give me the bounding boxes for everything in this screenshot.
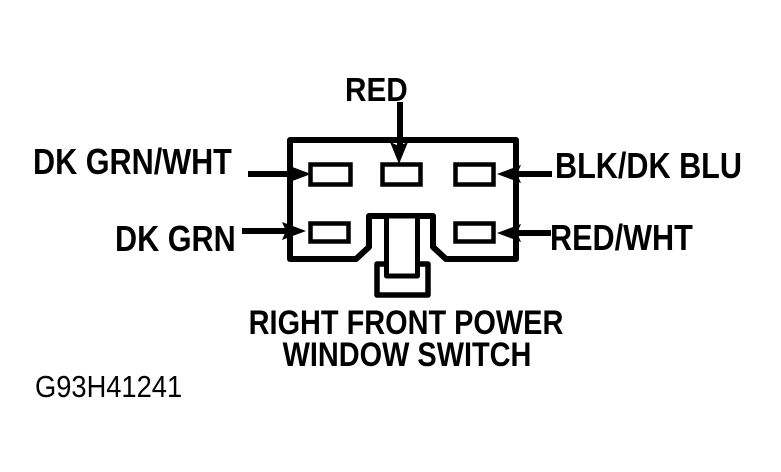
dk-grn-wht-wire-arrow <box>248 165 311 183</box>
wire-label-blk-dk-blu: BLK/DK BLU <box>555 145 742 186</box>
pin-bottom-right <box>453 221 496 244</box>
connector-latch-tab <box>384 213 420 279</box>
wire-label-red: RED <box>345 71 408 108</box>
wire-label-red-wht: RED/WHT <box>550 217 693 258</box>
red-wire-arrow <box>390 102 408 164</box>
figure-id: G93H41241 <box>35 369 183 404</box>
wire-label-dk-grn: DK GRN <box>115 218 236 259</box>
pin-bottom-left <box>308 221 351 244</box>
red-wht-wire-arrow <box>497 224 551 242</box>
pin-top-left <box>308 162 353 187</box>
wire-label-dk-grn-wht: DK GRN/WHT <box>33 141 232 182</box>
blk-dk-blu-wire-arrow <box>497 165 552 183</box>
pin-top-center <box>380 162 423 187</box>
connector-caption-line1: RIGHT FRONT POWER <box>248 304 564 342</box>
dk-grn-wire-arrow <box>242 222 306 240</box>
pin-top-right <box>453 162 496 187</box>
connector-caption-line2: WINDOW SWITCH <box>282 336 532 374</box>
